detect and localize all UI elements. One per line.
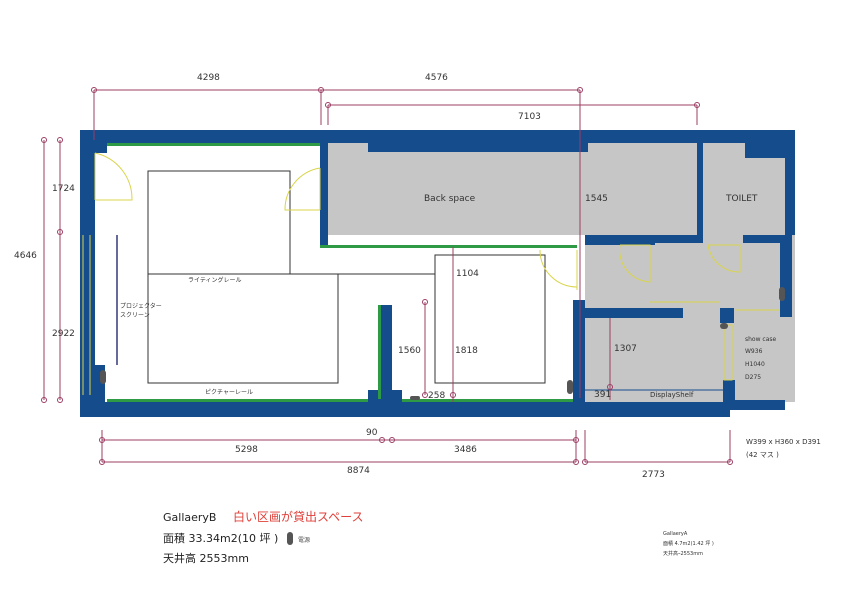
dim-1307: 1307 <box>614 344 637 354</box>
dim-4646: 4646 <box>14 251 37 261</box>
green-wall-edges <box>107 143 577 402</box>
show-case-h: H1040 <box>745 361 765 368</box>
upper-panel <box>147 170 291 275</box>
dim-1545: 1545 <box>585 194 608 204</box>
doors <box>82 152 780 395</box>
gallery-a-title: GallaeryA <box>663 531 688 537</box>
walls <box>80 130 795 417</box>
gallery-b-title: GallaeryB <box>163 511 216 524</box>
shelf-count: (42 マス ) <box>746 451 779 459</box>
shelf-size: W399 x H360 x D391 <box>746 438 821 446</box>
projector-screen-label-2: スクリーン <box>120 312 150 319</box>
dim-1818: 1818 <box>455 346 478 356</box>
picture-rail-label: ピクチャーレール <box>205 389 253 396</box>
dim-1560: 1560 <box>398 346 421 356</box>
show-case-d: D275 <box>745 374 761 381</box>
back-space-label: Back space <box>424 194 476 204</box>
dim-391: 391 <box>594 390 611 400</box>
dim-3486: 3486 <box>454 445 477 455</box>
display-shelf-label: DisplayShelf <box>650 391 694 399</box>
dim-7103: 7103 <box>518 112 541 122</box>
show-case-w: W936 <box>745 348 763 355</box>
outlet-legend-icon <box>287 532 293 545</box>
toilet-label: TOILET <box>725 194 758 204</box>
show-case-label: show case <box>745 336 777 343</box>
gallery-a-area <box>585 235 795 402</box>
outlet-icons <box>100 287 785 400</box>
dim-5298: 5298 <box>235 445 258 455</box>
toilet-area <box>703 143 785 235</box>
dim-4576: 4576 <box>425 73 448 83</box>
dimension-lines <box>41 87 733 465</box>
dim-4298: 4298 <box>197 73 220 83</box>
dim-1724: 1724 <box>52 184 75 194</box>
back-space-area <box>328 143 698 235</box>
partition-line <box>338 255 436 275</box>
dim-258: 258 <box>428 391 445 401</box>
projector-screen-label-1: プロジェクター <box>120 302 162 310</box>
rental-note: 白い区画が貸出スペース <box>233 509 364 524</box>
gallery-b-area: 面積 33.34m2(10 坪 ) <box>163 531 278 545</box>
outlet-legend-label: 電源 <box>298 536 310 544</box>
dim-1104: 1104 <box>456 269 479 279</box>
gallery-a-ceiling: 天井高ｰ2553mm <box>663 550 703 557</box>
dim-8874: 8874 <box>347 466 370 476</box>
dim-2773: 2773 <box>642 470 665 480</box>
dim-90: 90 <box>366 428 378 438</box>
lighting-rail-frame <box>147 273 339 384</box>
gallery-a-area: 面積 4.7m2(1.42 坪 ) <box>663 540 714 547</box>
gallery-b-ceiling: 天井高 2553mm <box>163 551 249 565</box>
dim-2922: 2922 <box>52 329 75 339</box>
right-panel <box>434 254 546 384</box>
lighting-rail-label: ライティングレール <box>188 276 242 284</box>
